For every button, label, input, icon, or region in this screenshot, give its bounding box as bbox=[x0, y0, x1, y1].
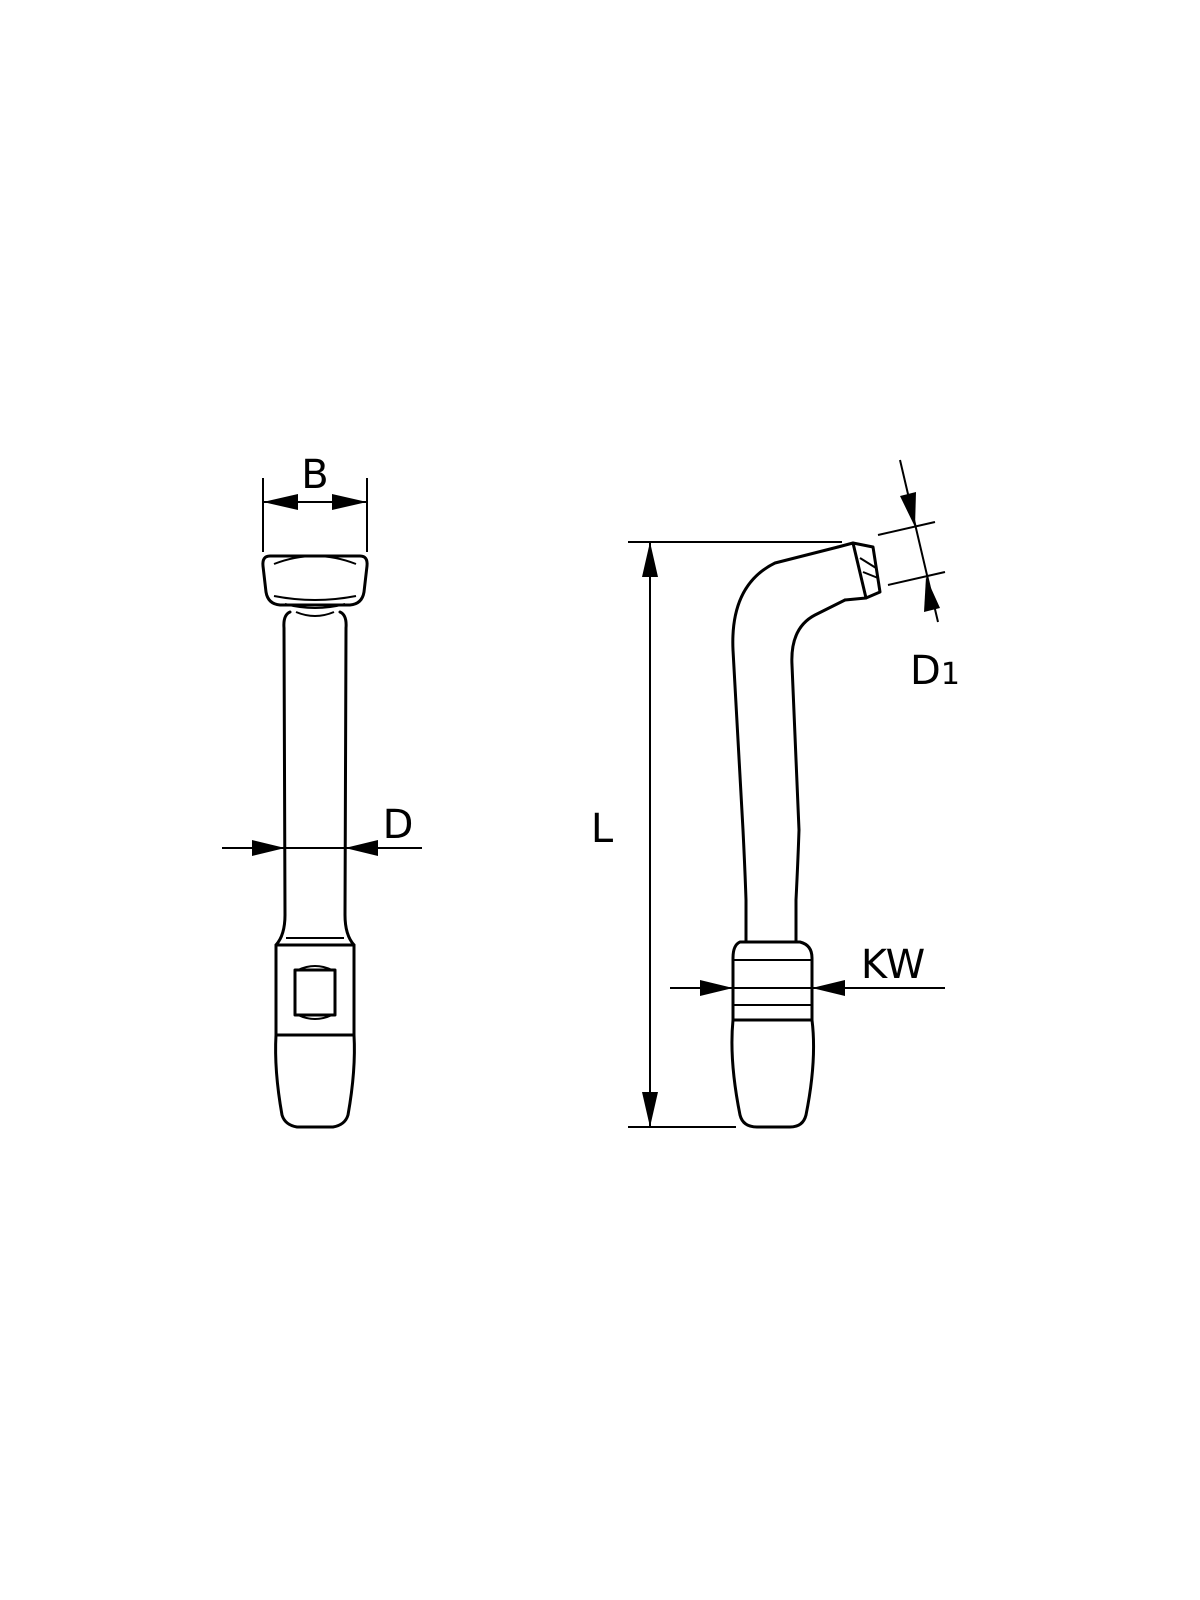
side-view-shank bbox=[731, 545, 847, 944]
dimension-d1: D1 bbox=[877, 459, 960, 694]
dimension-l: L bbox=[591, 541, 842, 1128]
label-l: L bbox=[591, 806, 614, 852]
side-view-collar bbox=[731, 940, 814, 1022]
dimension-kw: KW bbox=[670, 942, 945, 996]
label-d1-sub: 1 bbox=[941, 657, 960, 692]
side-view-tail bbox=[730, 1018, 816, 1129]
label-d: D bbox=[383, 802, 414, 848]
front-view-tail bbox=[274, 1033, 356, 1129]
dimension-d: D bbox=[222, 802, 422, 856]
dimension-b: B bbox=[262, 452, 368, 552]
label-d1-main: D bbox=[910, 648, 941, 694]
side-view bbox=[730, 541, 882, 1129]
front-view-shank bbox=[274, 610, 356, 947]
label-b: B bbox=[301, 452, 328, 498]
side-view-tip bbox=[836, 541, 882, 602]
label-kw: KW bbox=[861, 942, 925, 988]
label-d1: D1 bbox=[910, 648, 960, 694]
front-view-body bbox=[274, 943, 356, 1037]
front-view bbox=[261, 554, 369, 1129]
front-view-head bbox=[261, 554, 369, 617]
